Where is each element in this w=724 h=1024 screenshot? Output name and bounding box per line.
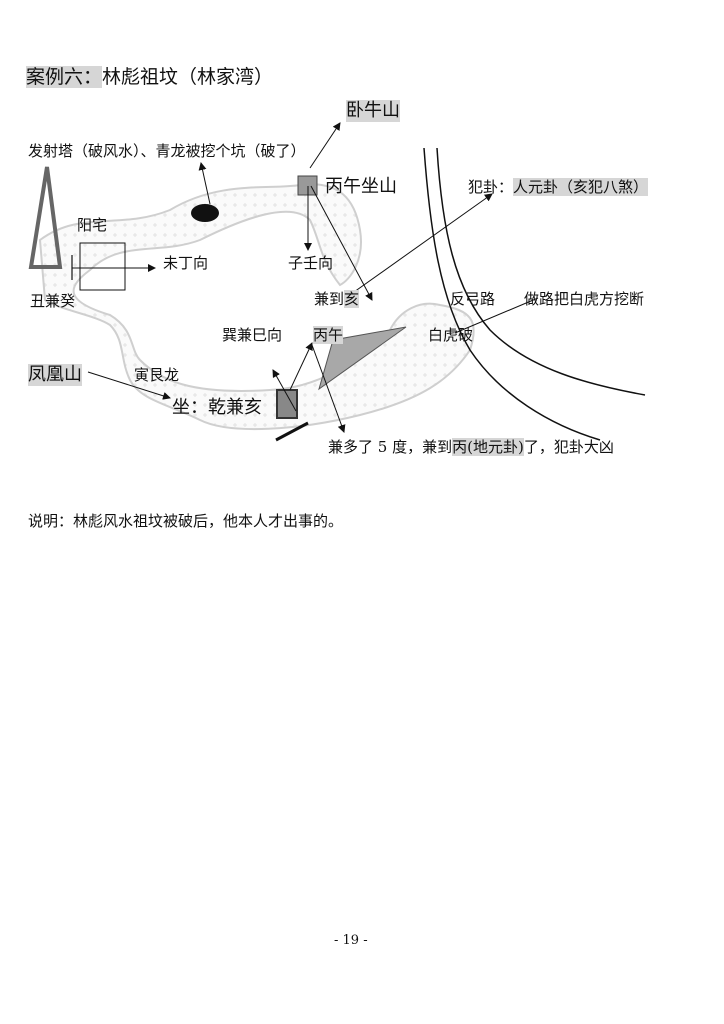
label-fangong-lu: 反弓路 — [450, 290, 496, 308]
jian-dao-hai: 亥 — [344, 290, 360, 308]
label-chou-jian-gui: 丑兼癸 — [30, 292, 76, 310]
label-jian-dao-hai: 兼到亥 — [314, 290, 360, 308]
label-bingwu-zuoshan: 丙午坐山 — [325, 176, 397, 197]
explanation-text: 说明：林彪风水祖坟被破后，他本人才出事的。 — [28, 512, 344, 530]
title-prefix: 案例六： — [26, 66, 103, 88]
fangua-prefix: 犯卦： — [468, 178, 514, 196]
page-title: 案例六：林彪祖坟（林家湾） — [26, 66, 273, 88]
label-ziren-xiang: 子壬向 — [288, 254, 334, 272]
note-a: 兼多了 5 度，兼到 — [328, 438, 453, 456]
label-yingen-long: 寅艮龙 — [134, 366, 180, 384]
label-baihu-po: 白虎破 — [428, 326, 474, 344]
label-tower-note: 发射塔（破风水）、青龙被挖个坑（破了） — [28, 142, 306, 160]
label-bingwu: 丙午 — [313, 326, 344, 344]
label-zuo-qian-jian-hai: 坐：乾兼亥 — [172, 397, 262, 418]
ancestral-grave-marker — [276, 389, 298, 419]
page-number: - 19 - — [334, 933, 368, 948]
note-c: 了，犯卦大凶 — [523, 438, 614, 456]
yang-house-icon — [79, 242, 126, 291]
jian-dao-prefix: 兼到 — [314, 290, 345, 308]
mountain-ridge-area — [38, 183, 475, 431]
label-fenghuang-shan: 凤凰山 — [28, 364, 82, 386]
reverse-bow-road — [423, 147, 601, 441]
label-weiding-xiang: 未丁向 — [163, 254, 209, 272]
label-yangzhai: 阳宅 — [77, 216, 108, 234]
label-road-note: 做路把白虎方挖断 — [524, 290, 645, 308]
label-xun-jian-si: 巽兼巳向 — [222, 326, 283, 344]
label-note: 兼多了 5 度，兼到丙(地元卦)了，犯卦大凶 — [328, 438, 614, 456]
label-woniu-shan: 卧牛山 — [346, 100, 400, 122]
transmission-tower-icon — [28, 166, 63, 269]
title-main: 林彪祖坟（林家湾） — [102, 66, 274, 88]
fangua-detail: 人元卦（亥犯八煞） — [513, 178, 649, 196]
label-fangua: 犯卦：人元卦（亥犯八煞） — [468, 178, 649, 196]
note-b: 丙(地元卦) — [452, 438, 524, 456]
dug-pit-icon — [191, 204, 219, 222]
